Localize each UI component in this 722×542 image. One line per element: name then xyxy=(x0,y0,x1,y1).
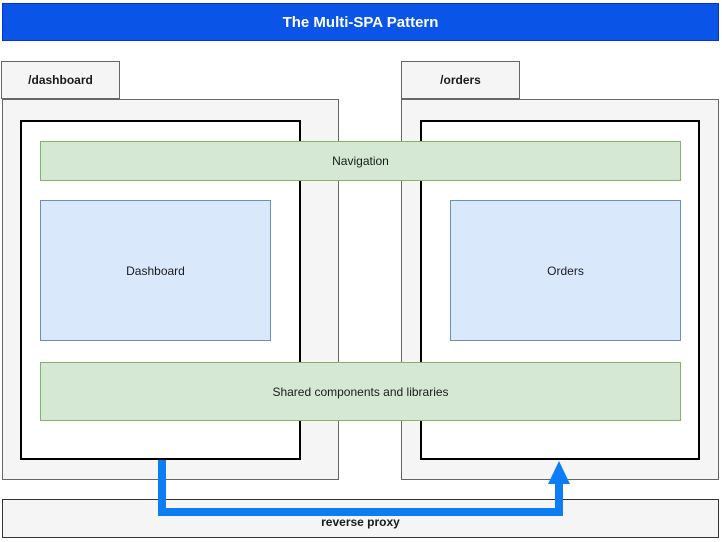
orders-app-label: Orders xyxy=(547,263,584,278)
shared-components-bar: Shared components and libraries xyxy=(40,362,681,421)
dashboard-app-box: Dashboard xyxy=(40,200,271,341)
route-tab-orders-label: /orders xyxy=(440,73,481,87)
dashboard-app-label: Dashboard xyxy=(126,263,185,278)
diagram-title: The Multi-SPA Pattern xyxy=(282,13,439,31)
reverse-proxy-label: reverse proxy xyxy=(321,514,400,529)
route-tab-dashboard-label: /dashboard xyxy=(28,73,93,87)
navigation-bar: Navigation xyxy=(40,141,681,181)
orders-app-box: Orders xyxy=(450,200,681,341)
navigation-label: Navigation xyxy=(332,154,389,168)
diagram-title-bar: The Multi-SPA Pattern xyxy=(2,3,719,41)
shared-components-label: Shared components and libraries xyxy=(272,384,449,399)
route-tab-orders: /orders xyxy=(401,61,520,99)
reverse-proxy-bar: reverse proxy xyxy=(2,499,719,538)
route-tab-dashboard: /dashboard xyxy=(1,61,120,99)
